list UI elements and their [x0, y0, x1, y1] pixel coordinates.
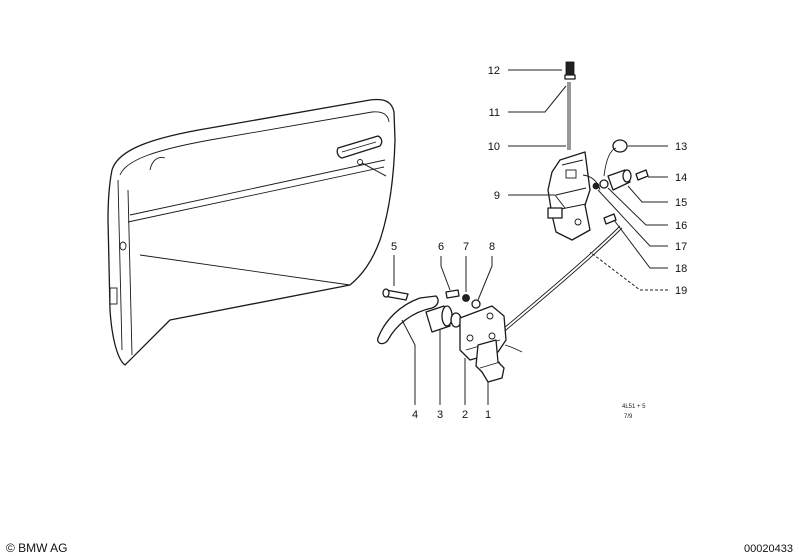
- reference-note-2: 7/9: [624, 414, 633, 420]
- label-2: 2: [462, 409, 468, 421]
- label-7: 7: [463, 241, 469, 253]
- label-18: 18: [675, 263, 687, 275]
- lock-assembly: [377, 61, 649, 383]
- label-15: 15: [675, 197, 687, 209]
- label-10: 10: [488, 141, 500, 153]
- part-19-rod: [499, 227, 623, 336]
- part-14-screw: [635, 169, 649, 181]
- label-11: 11: [489, 107, 500, 119]
- part-13-knob: [612, 139, 628, 153]
- diagram-id: 00020433: [744, 543, 793, 555]
- reference-note-1: 4L51 + 5: [622, 404, 646, 410]
- part-12-pin: [565, 61, 575, 77]
- label-19: 19: [675, 285, 687, 297]
- label-14: 14: [675, 172, 687, 184]
- label-9: 9: [494, 190, 500, 202]
- label-1: 1: [485, 409, 491, 421]
- copyright-text: © BMW AG: [6, 541, 68, 555]
- part-labels: 12 11 10 9 13 14 15 16 17 18 19 5 6 7 8 …: [391, 65, 687, 421]
- part-1-bracket: [475, 339, 505, 383]
- label-17: 17: [675, 241, 687, 253]
- label-13: 13: [675, 141, 687, 153]
- door-panel: [107, 98, 396, 366]
- label-5: 5: [391, 241, 397, 253]
- label-16: 16: [675, 220, 687, 232]
- label-8: 8: [489, 241, 495, 253]
- part-4-handle: [377, 295, 439, 345]
- label-3: 3: [437, 409, 443, 421]
- label-4: 4: [412, 409, 418, 421]
- label-12: 12: [488, 65, 500, 77]
- leader-lines: [393, 69, 668, 405]
- label-6: 6: [438, 241, 444, 253]
- part-9-lock-plate: [547, 151, 591, 241]
